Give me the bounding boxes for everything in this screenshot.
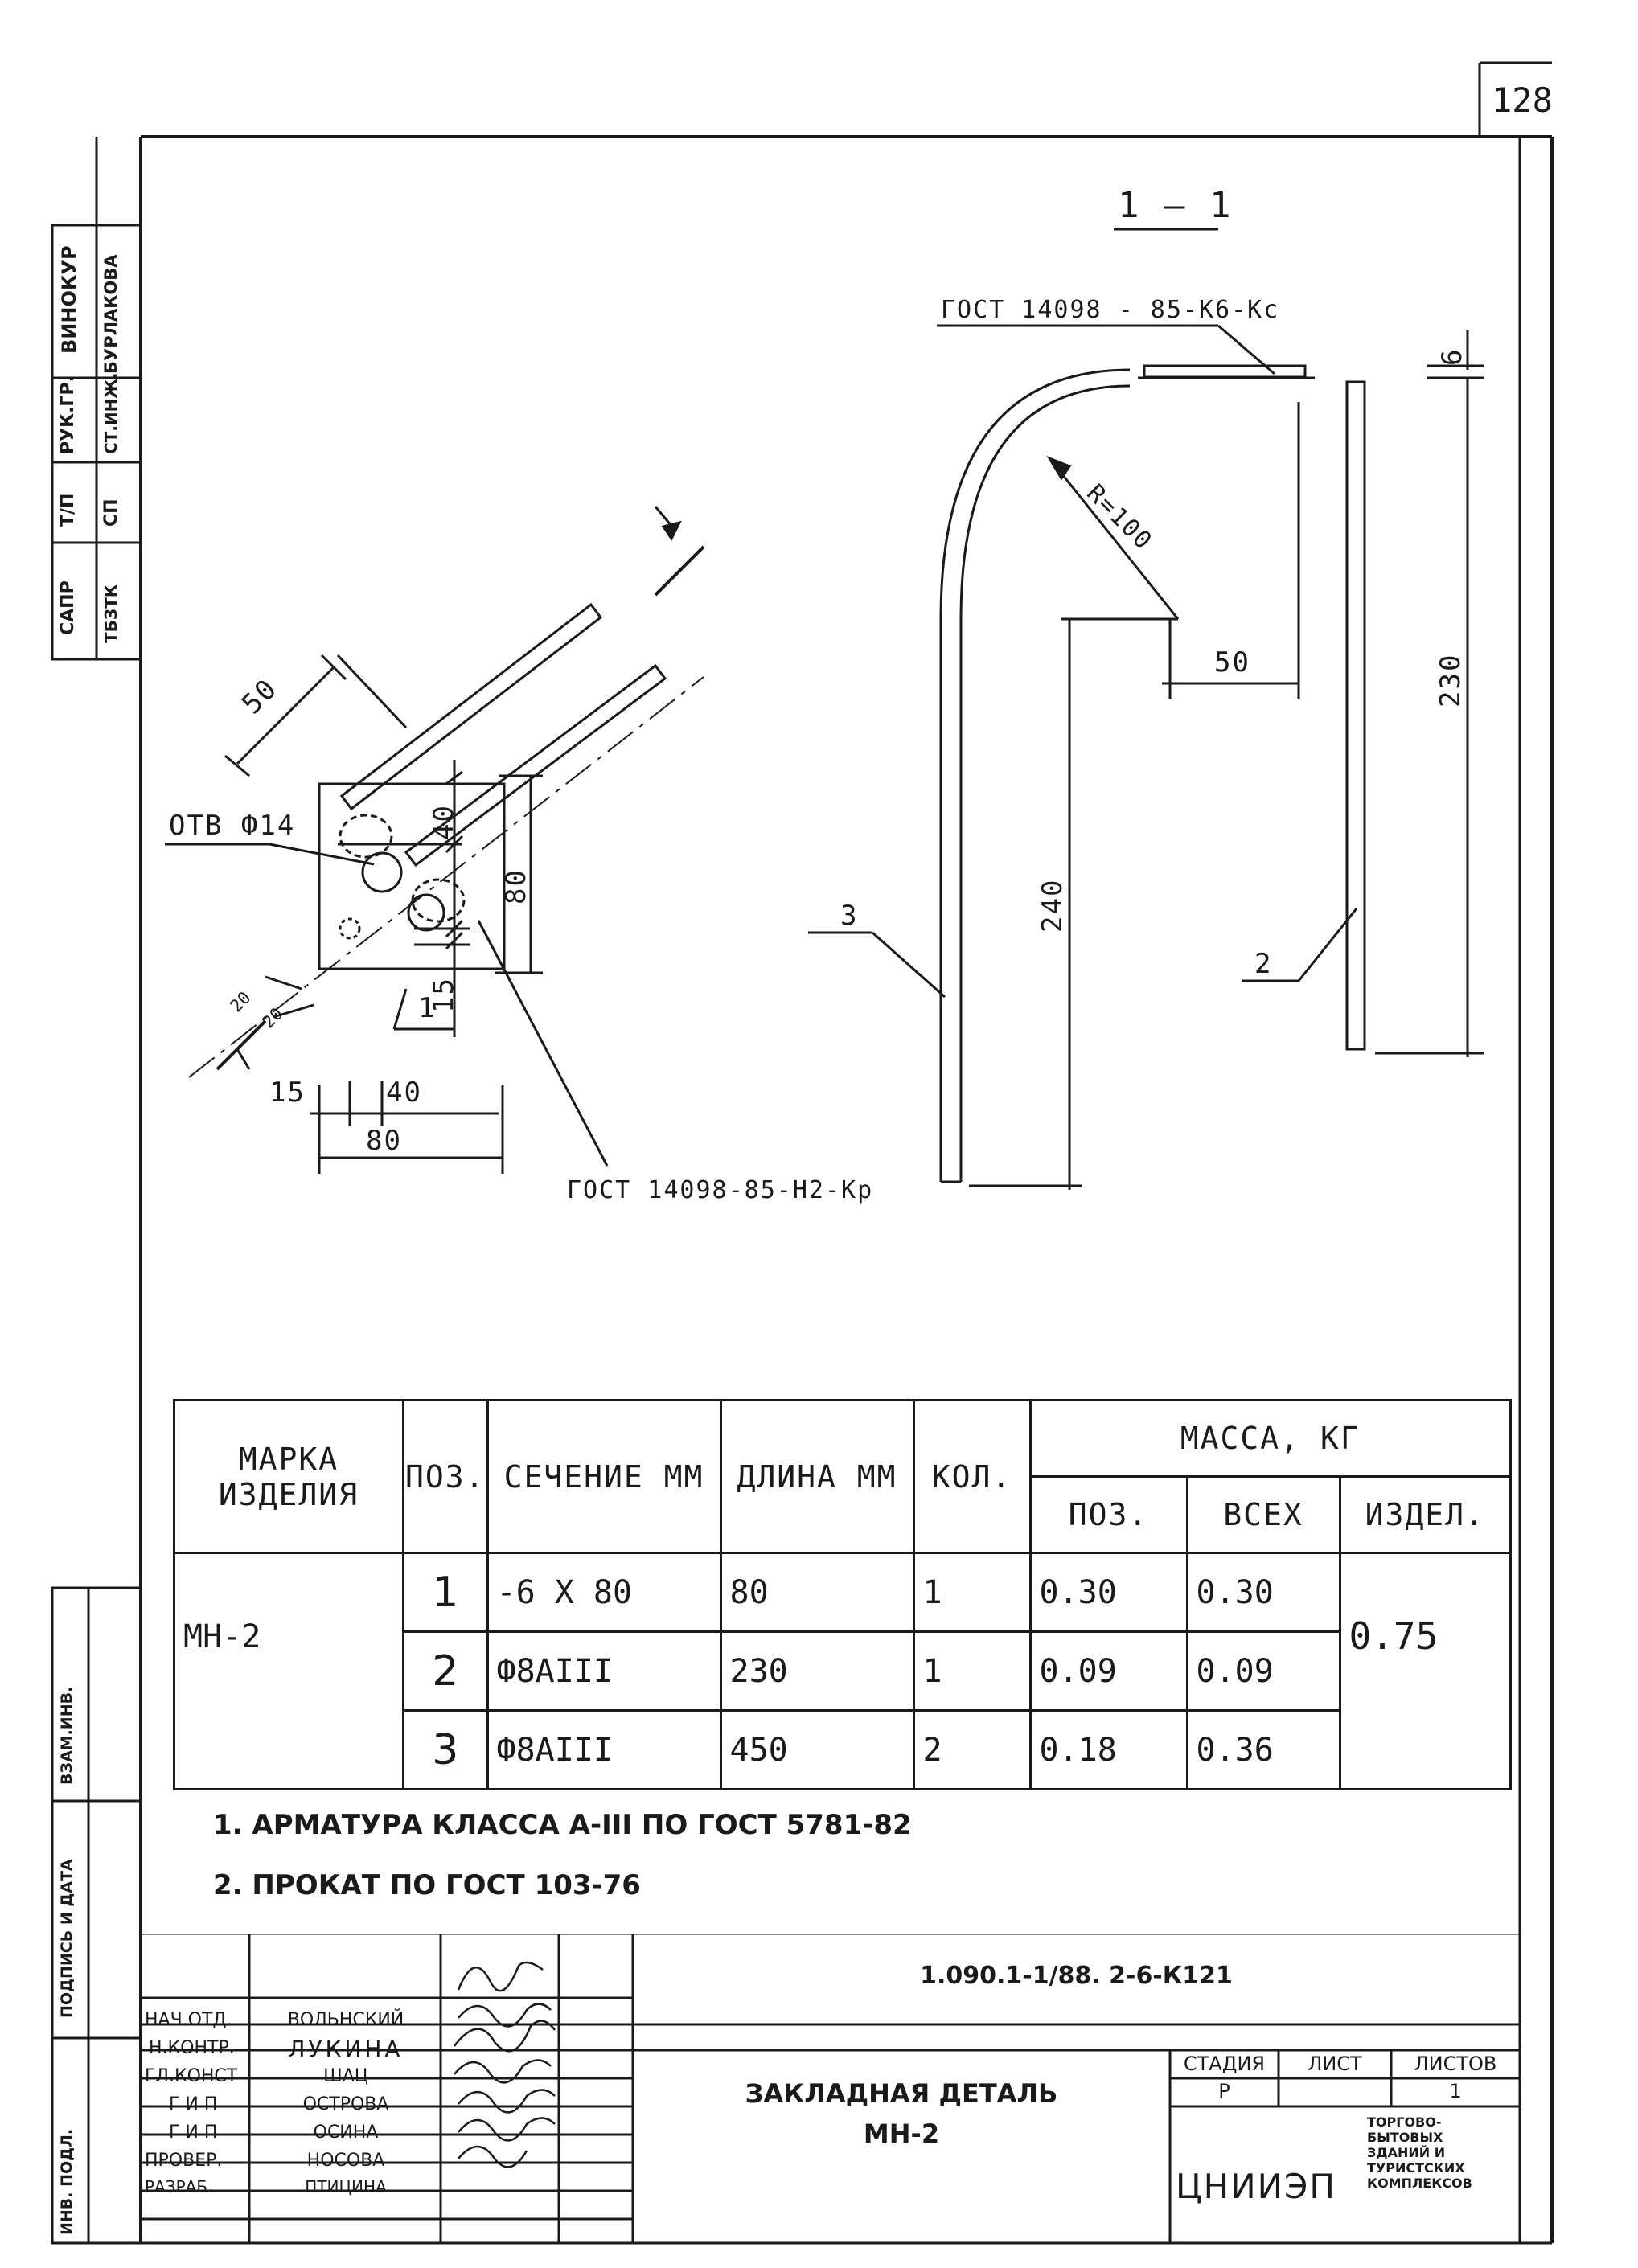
cell-mark: МН-2 [173, 1552, 404, 1790]
header-length: ДЛИНА ММ [719, 1399, 915, 1554]
note-2: 2. ПРОКАТ ПО ГОСТ 103-76 [213, 1869, 641, 1901]
dim-40-vertical: 40 [428, 804, 460, 840]
drawing-subtitle: МН-2 [863, 2118, 940, 2149]
specification-table: МАРКА ИЗДЕЛИЯ ПОЗ. СЕЧЕНИЕ ММ ДЛИНА ММ К… [173, 1399, 1513, 1790]
hole-label: ОТВ Ф14 [169, 810, 295, 842]
dim-50-section: 50 [1214, 646, 1250, 679]
header-mass-pos: ПОЗ. [1028, 1475, 1188, 1554]
sheet-number: 128 [1492, 80, 1553, 120]
vertical-bar-pos2 [1345, 380, 1366, 1051]
anchor-bar-upper [339, 602, 603, 811]
weld-label-section: ГОСТ 14098 - 85-К6-Кс [941, 296, 1279, 324]
title-block-grid [141, 1934, 1520, 2243]
bent-bar-pos3 [939, 368, 1131, 1182]
dim-230: 230 [1435, 654, 1467, 707]
note-1: 1. АРМАТУРА КЛАССА А-III ПО ГОСТ 5781-82 [213, 1809, 912, 1841]
header-mass-item: ИЗДЕЛ. [1338, 1475, 1513, 1554]
dim-20-a: 20 [227, 988, 255, 1016]
dim-80-vertical: 80 [500, 868, 532, 904]
doc-code: 1.090.1-1/88. 2-6-К121 [920, 1962, 1233, 1990]
embed-plate [318, 782, 506, 970]
dim-15: 15 [269, 1077, 306, 1109]
pos-1-label: 1 [418, 992, 436, 1024]
drawing-title: ЗАКЛАДНАЯ ДЕТАЛЬ [745, 2078, 1058, 2109]
weld-label-plan: ГОСТ 14098-85-Н2-Кр [567, 1176, 873, 1204]
plan-view-drawing: 50 ОТВ Ф14 20 20 15 40 80 40 80 15 1 ГОС… [165, 506, 873, 1204]
dim-40-horizontal: 40 [386, 1077, 422, 1109]
pos-2-label: 2 [1254, 948, 1272, 980]
anchor-bar-lower [404, 663, 667, 867]
cell-item-mass: 0.75 [1338, 1552, 1513, 1790]
section-title: 1 — 1 [1118, 185, 1232, 226]
section-view-drawing: 1 — 1 ГОСТ 14098 - 85-К6-Кс R=100 6 50 2… [808, 185, 1484, 1190]
sheets-value: 1 [1449, 2080, 1462, 2102]
header-mass: МАССА, КГ [1028, 1399, 1513, 1478]
header-mark: МАРКА ИЗДЕЛИЯ [173, 1399, 404, 1554]
dim-240: 240 [1037, 879, 1069, 933]
dim-80-horizontal: 80 [366, 1125, 402, 1157]
header-qty: КОЛ. [912, 1399, 1032, 1554]
dim-50: 50 [236, 672, 284, 720]
org-description: ТОРГОВО- БЫТОВЫХ ЗДАНИЙ И ТУРИСТСКИХ КОМ… [1367, 2114, 1472, 2191]
table-row: 2 Ф8АIII 230 1 0.09 0.09 [174, 1630, 1511, 1712]
header-mass-all: ВСЕХ [1185, 1475, 1341, 1554]
signature-marks [454, 1961, 556, 2168]
dim-6: 6 [1436, 348, 1468, 366]
header-section: СЕЧЕНИЕ ММ [486, 1399, 722, 1554]
stage-value: Р [1218, 2080, 1230, 2102]
table-row: 3 Ф8АIII 450 2 0.18 0.36 [174, 1709, 1511, 1790]
table-row: МН-2 1 -6 Х 80 80 1 0.30 0.30 0.75 [173, 1552, 1513, 1790]
pos-3-label: 3 [840, 900, 858, 932]
dim-15-vertical: 15 [428, 977, 460, 1013]
org-logo-text: ЦНИИЭП [1176, 2167, 1336, 2206]
header-pos: ПОЗ. [402, 1399, 489, 1554]
hole-circle [361, 851, 403, 893]
dim-20-b: 20 [259, 1004, 287, 1032]
